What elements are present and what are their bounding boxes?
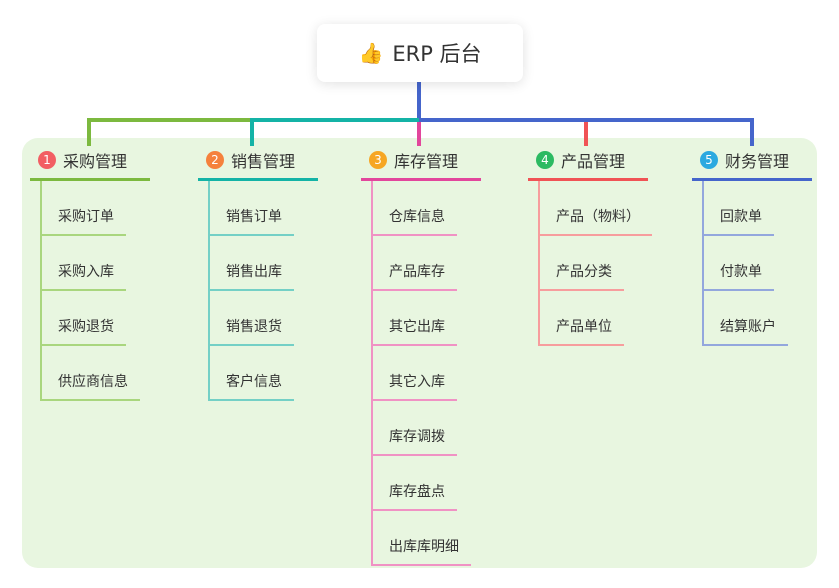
branch-node-label: 产品管理 bbox=[561, 152, 626, 171]
connector-children-vertical bbox=[40, 181, 42, 401]
child-node-label: 仓库信息 bbox=[371, 206, 457, 236]
child-node-label: 销售出库 bbox=[208, 261, 294, 291]
child-node-label: 采购退货 bbox=[40, 316, 126, 346]
child-node[interactable]: 库存调拨 bbox=[371, 401, 481, 456]
child-node-label: 其它出库 bbox=[371, 316, 457, 346]
child-node[interactable]: 销售退货 bbox=[208, 291, 318, 346]
branch-children: 回款单 付款单 结算账户 bbox=[692, 181, 812, 346]
thumbs-up-icon: 👍 bbox=[358, 41, 384, 65]
branch-node-label: 采购管理 bbox=[63, 152, 128, 171]
branch-purchase: 1 采购管理 采购订单 采购入库 采购退货 供应商信息 bbox=[30, 146, 150, 401]
connector-branch3-drop bbox=[417, 120, 421, 146]
child-node[interactable]: 产品单位 bbox=[538, 291, 652, 346]
child-node-label: 采购入库 bbox=[40, 261, 126, 291]
child-node-label: 库存盘点 bbox=[371, 481, 457, 511]
child-node-label: 客户信息 bbox=[208, 371, 294, 401]
branch-node[interactable]: 1 采购管理 bbox=[30, 146, 150, 181]
branch-children: 采购订单 采购入库 采购退货 供应商信息 bbox=[30, 181, 150, 401]
child-node[interactable]: 仓库信息 bbox=[371, 181, 481, 236]
child-node[interactable]: 客户信息 bbox=[208, 346, 318, 401]
branch-inventory: 3 库存管理 仓库信息 产品库存 其它出库 其它入库 库存调拨 库存盘点 出库库… bbox=[361, 146, 481, 566]
child-node[interactable]: 产品库存 bbox=[371, 236, 481, 291]
branches-panel bbox=[22, 138, 817, 568]
connector-branch2-horizontal bbox=[250, 118, 419, 122]
child-node[interactable]: 库存盘点 bbox=[371, 456, 481, 511]
branch-sales: 2 销售管理 销售订单 销售出库 销售退货 客户信息 bbox=[198, 146, 318, 401]
branch-node[interactable]: 3 库存管理 bbox=[361, 146, 481, 181]
child-node-label: 供应商信息 bbox=[40, 371, 140, 401]
connector-branch2-drop bbox=[250, 120, 254, 146]
child-node[interactable]: 回款单 bbox=[702, 181, 812, 236]
branch-number-badge: 5 bbox=[700, 151, 718, 169]
child-node[interactable]: 采购入库 bbox=[40, 236, 150, 291]
connector-children-vertical bbox=[702, 181, 704, 346]
child-node-label: 库存调拨 bbox=[371, 426, 457, 456]
connector-branch5-horizontal bbox=[419, 118, 754, 122]
branch-product: 4 产品管理 产品（物料） 产品分类 产品单位 bbox=[528, 146, 652, 346]
connector-root-vertical bbox=[417, 82, 421, 120]
child-node[interactable]: 产品分类 bbox=[538, 236, 652, 291]
child-node[interactable]: 其它出库 bbox=[371, 291, 481, 346]
child-node[interactable]: 供应商信息 bbox=[40, 346, 150, 401]
connector-branch1-drop bbox=[87, 120, 91, 146]
connector-branch5-drop bbox=[750, 120, 754, 146]
child-node[interactable]: 销售订单 bbox=[208, 181, 318, 236]
branch-node-label: 销售管理 bbox=[231, 152, 296, 171]
branch-children: 产品（物料） 产品分类 产品单位 bbox=[528, 181, 652, 346]
child-node-label: 销售退货 bbox=[208, 316, 294, 346]
connector-branch1-horizontal bbox=[87, 118, 254, 122]
root-node-label: ERP 后台 bbox=[392, 42, 482, 66]
child-node[interactable]: 产品（物料） bbox=[538, 181, 652, 236]
child-node[interactable]: 采购退货 bbox=[40, 291, 150, 346]
branch-number-badge: 2 bbox=[206, 151, 224, 169]
branch-node[interactable]: 5 财务管理 bbox=[692, 146, 812, 181]
connector-children-vertical bbox=[371, 181, 373, 566]
child-node-label: 产品库存 bbox=[371, 261, 457, 291]
child-node-label: 产品单位 bbox=[538, 316, 624, 346]
child-node[interactable]: 出库库明细 bbox=[371, 511, 481, 566]
branch-node-label: 库存管理 bbox=[394, 152, 459, 171]
child-node-label: 销售订单 bbox=[208, 206, 294, 236]
child-node-label: 回款单 bbox=[702, 206, 774, 236]
child-node-label: 其它入库 bbox=[371, 371, 457, 401]
connector-children-vertical bbox=[538, 181, 540, 346]
child-node[interactable]: 销售出库 bbox=[208, 236, 318, 291]
branch-node[interactable]: 2 销售管理 bbox=[198, 146, 318, 181]
branch-finance: 5 财务管理 回款单 付款单 结算账户 bbox=[692, 146, 812, 346]
child-node[interactable]: 结算账户 bbox=[702, 291, 812, 346]
branch-number-badge: 1 bbox=[38, 151, 56, 169]
root-node[interactable]: 👍 ERP 后台 bbox=[317, 24, 523, 82]
child-node-label: 出库库明细 bbox=[371, 536, 471, 566]
connector-branch4-drop bbox=[584, 120, 588, 146]
child-node[interactable]: 其它入库 bbox=[371, 346, 481, 401]
child-node[interactable]: 采购订单 bbox=[40, 181, 150, 236]
child-node-label: 结算账户 bbox=[702, 316, 788, 346]
child-node[interactable]: 付款单 bbox=[702, 236, 812, 291]
branch-children: 销售订单 销售出库 销售退货 客户信息 bbox=[198, 181, 318, 401]
branch-number-badge: 3 bbox=[369, 151, 387, 169]
child-node-label: 产品（物料） bbox=[538, 206, 652, 236]
branch-number-badge: 4 bbox=[536, 151, 554, 169]
branch-node-label: 财务管理 bbox=[725, 152, 790, 171]
child-node-label: 采购订单 bbox=[40, 206, 126, 236]
branch-children: 仓库信息 产品库存 其它出库 其它入库 库存调拨 库存盘点 出库库明细 bbox=[361, 181, 481, 566]
branch-node[interactable]: 4 产品管理 bbox=[528, 146, 648, 181]
connector-children-vertical bbox=[208, 181, 210, 401]
child-node-label: 付款单 bbox=[702, 261, 774, 291]
child-node-label: 产品分类 bbox=[538, 261, 624, 291]
